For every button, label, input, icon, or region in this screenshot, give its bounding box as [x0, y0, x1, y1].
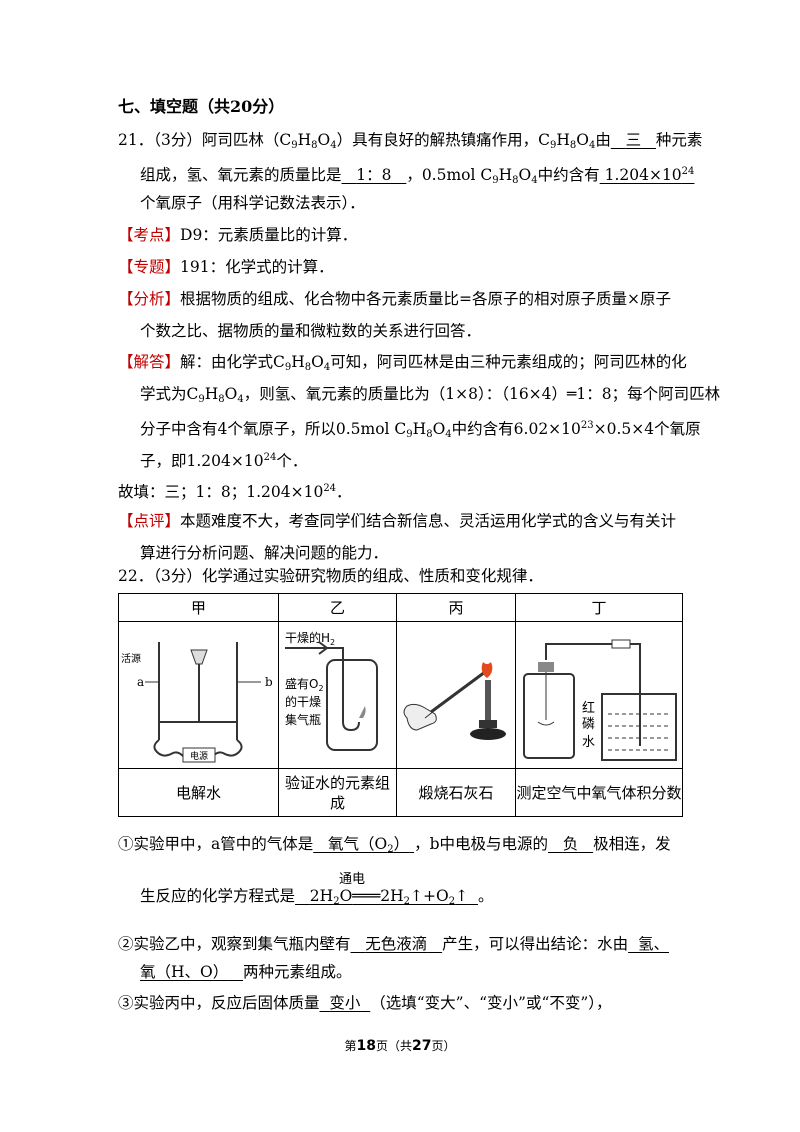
header-bing: 丙	[396, 593, 516, 622]
header-yi: 乙	[278, 593, 397, 622]
gutian: 故填：三；1：8；1.204×1024．	[118, 483, 352, 501]
q21-text: 由	[595, 131, 611, 149]
dianping-cont: 算进行分析问题、解决问题的能力．	[140, 544, 389, 562]
fig-calcination	[396, 621, 516, 769]
answer-blank: 变小	[329, 994, 361, 1012]
answer-blank: 1.204×1024	[604, 166, 695, 184]
fig-electrolysis: 电源 活源 a b	[118, 621, 279, 769]
q21-text: O	[317, 131, 331, 149]
bottle-label-1: 盛有O2	[285, 676, 324, 693]
page-footer: 第18页（共27页）	[344, 1038, 456, 1054]
reaction-condition: 通电	[339, 872, 366, 887]
answer-blank: 氧气（O2）	[328, 835, 410, 855]
jieda-2: 学式为C9H8O4，则氢、氧元素的质量比为（1×8）：（16×4）═1：8；每个…	[140, 385, 721, 405]
caption-ding: 测定空气中氧气体积分数	[515, 768, 683, 817]
answer-blank: 负	[562, 835, 579, 853]
caption-yi: 验证水的元素组成	[278, 768, 397, 817]
red-phosphorus-label-1: 红	[582, 700, 595, 716]
header-jia: 甲	[118, 593, 279, 622]
kaodian: 【考点】D9：元素质量比的计算．	[118, 226, 358, 244]
q21-text: ）具有良好的解热镇痛作用，C	[336, 131, 550, 149]
section-title: 七、填空题（共20分）	[118, 97, 285, 116]
q22-s4: 氧（H、O） 两种元素组成。	[140, 963, 352, 981]
caption-jia: 电解水	[118, 768, 279, 817]
sub: 4	[330, 140, 337, 151]
jieda-3: 分子中含有4个氧原子，所以0.5mol C9H8O4中约含有6.02×1023×…	[140, 420, 701, 440]
sub: 4	[588, 140, 596, 151]
answer-blank: 三	[625, 131, 642, 149]
dianping: 【点评】本题难度不大，考查同学们结合新信息、灵活运用化学式的含义与有关计	[118, 512, 677, 530]
fenxi: 【分析】根据物质的组成、化合物中各元素质量比=各原子的相对原子质量×原子	[118, 290, 671, 308]
q21-line2: 组成，氢、氧元素的质量比是 1：8 ，0.5mol C9H8O4中约含有 1.2…	[140, 166, 695, 186]
answer-blank: 无色液滴	[365, 935, 428, 953]
q21-text: H	[297, 131, 312, 149]
fig-verify: 干燥的H2 盛有O2 的干燥 集气瓶	[278, 621, 397, 769]
q22-s5: ③实验丙中，反应后固体质量 变小 （选填“变大”、“变小”或“不变”），	[118, 994, 612, 1012]
h2-label: 干燥的H2	[285, 630, 335, 647]
answer-blank: 氧（H、O）	[140, 963, 229, 981]
sub: 8	[311, 140, 318, 151]
jieda: 【解答】解：由化学式C9H8O4可知，阿司匹林是由三种元素组成的；阿司匹林的化	[118, 353, 687, 373]
fig-oxygen: 红 磷 水	[515, 621, 683, 769]
answer-blank: 1：8	[356, 166, 392, 184]
page-number: 18	[356, 1038, 376, 1054]
header-ding: 丁	[515, 593, 683, 622]
q22-s3: ②实验乙中，观察到集气瓶内壁有 无色液滴 产生，可以得出结论：水由 氢、	[118, 935, 669, 953]
fenxi-cont: 个数之比、据物质的量和微粒数的关系进行回答．	[140, 322, 482, 340]
bottle-label-2: 的干燥	[285, 694, 321, 709]
answer-blank: 氢、	[637, 935, 669, 953]
caption-bing: 煅烧石灰石	[396, 768, 516, 817]
q21-text: 种元素	[655, 131, 703, 149]
zhuanti: 【专题】191：化学式的计算．	[118, 258, 334, 276]
page-total: 27	[412, 1038, 432, 1054]
left-label: 活源	[121, 652, 141, 665]
power-label: 电源	[190, 750, 208, 762]
jieda-4: 子，即1.204×1024个．	[140, 452, 308, 470]
q21-line1: 21．（3分）阿司匹林（C9H8O4）具有良好的解热镇痛作用，C9H8O4由 三…	[118, 131, 703, 151]
label-b: b	[265, 675, 273, 689]
q22-s1: ①实验甲中，a管中的气体是 氧气（O2） ，b中电极与电源的 负 极相连，发	[118, 835, 671, 855]
label-a: a	[137, 675, 144, 689]
experiment-table: 甲 乙 丙 丁 电源	[118, 593, 683, 817]
sub: 8	[569, 140, 577, 151]
red-phosphorus-label-2: 磷	[582, 717, 595, 732]
q21-line3: 个氧原子（用科学记数法表示）．	[140, 194, 365, 212]
water-label: 水	[582, 735, 595, 750]
sub: 9	[549, 140, 557, 151]
q21-text: 21．（3分）阿司匹林（C	[118, 131, 292, 149]
bottle-label-3: 集气瓶	[285, 712, 321, 727]
sub: 9	[291, 140, 298, 151]
q22-stem: 22．（3分）化学通过实验研究物质的组成、性质和变化规律．	[118, 567, 543, 585]
